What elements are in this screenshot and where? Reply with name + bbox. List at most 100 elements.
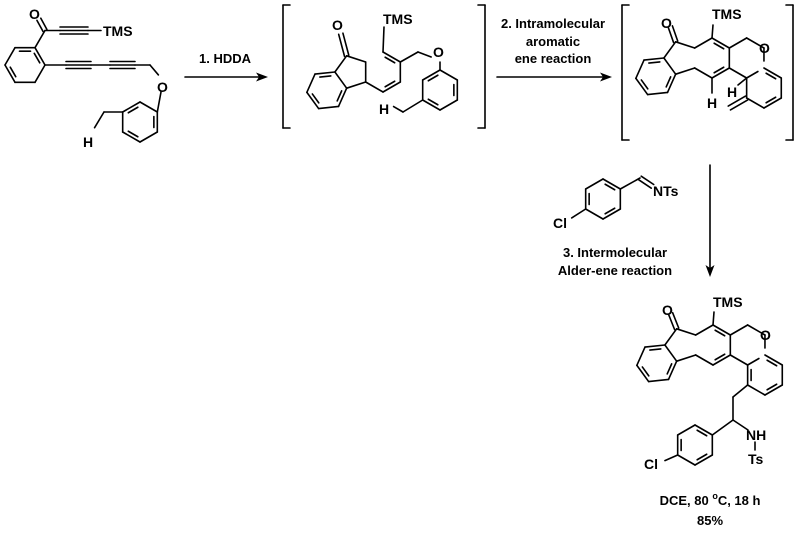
ring-bond	[647, 378, 670, 383]
ring-double-bond	[311, 93, 320, 104]
ring-double-bond	[665, 76, 672, 88]
bond	[732, 419, 749, 431]
ring-bond	[694, 454, 714, 466]
atom-o: O	[661, 15, 672, 31]
bond	[34, 29, 46, 49]
ring-bond	[317, 105, 340, 110]
bond	[737, 77, 748, 86]
double-bond	[637, 179, 653, 189]
ring-double-bond	[649, 348, 662, 351]
bond	[156, 91, 162, 113]
reagent-imine: Cl NTs	[553, 183, 679, 231]
ring-double-bond	[696, 429, 708, 437]
ring-bond	[729, 354, 749, 366]
atom-o: O	[157, 79, 168, 95]
ring-double-bond	[641, 366, 650, 377]
ring-bond	[34, 46, 46, 66]
ring-bond	[334, 71, 348, 89]
ring-double-bond	[33, 52, 41, 64]
atom-nh: NH	[746, 427, 766, 443]
ring-bond	[745, 70, 759, 79]
atom-ts: Ts	[748, 451, 764, 467]
ring-bond	[306, 73, 316, 94]
bond	[149, 64, 160, 76]
ring-bond	[666, 73, 677, 94]
ring-bond	[763, 67, 783, 79]
ring-double-bond	[766, 383, 778, 391]
ring-bond	[712, 354, 732, 366]
ring-bond	[382, 51, 402, 63]
bond	[732, 384, 749, 398]
atom-tms: TMS	[103, 23, 133, 39]
ring-bond	[584, 208, 604, 220]
bond	[382, 26, 385, 53]
starting-material: O TMS O H	[29, 6, 168, 150]
ring-double-bond	[604, 183, 616, 191]
ring-bond	[764, 384, 784, 396]
double-bond	[727, 95, 747, 107]
step2-label-line1: 2. Intramolecular	[501, 16, 605, 31]
ring-bond	[729, 324, 749, 336]
intermediate-aryne: O TMS O H	[332, 11, 444, 117]
arrow-head	[256, 72, 268, 82]
bond	[664, 454, 679, 462]
atom-tms: TMS	[713, 294, 743, 310]
ring-bond	[364, 81, 384, 93]
ring-bond	[763, 97, 783, 109]
ring-bond	[676, 424, 696, 436]
ring-bond	[745, 37, 765, 49]
atom-h: H	[727, 84, 737, 100]
ring-bond	[421, 69, 441, 81]
double-bond	[671, 25, 679, 42]
ring-bond	[121, 131, 141, 143]
ring-bond	[34, 64, 46, 84]
bond	[392, 105, 404, 113]
ring-double-bond	[713, 66, 725, 74]
ring-bond	[306, 91, 320, 110]
ring-bond	[693, 67, 713, 79]
bond	[399, 51, 419, 63]
double-bond	[337, 33, 346, 58]
atom-cl: Cl	[553, 215, 567, 231]
ring-double-bond	[384, 56, 396, 64]
double-bond	[667, 26, 675, 44]
ring-double-bond	[714, 329, 726, 337]
ring-double-bond	[713, 42, 725, 50]
double-bond	[342, 32, 350, 57]
ring-bond	[4, 46, 16, 66]
double-bond	[40, 17, 48, 31]
ring-bond	[345, 55, 367, 63]
ring-bond	[439, 99, 459, 111]
ring-double-bond	[766, 359, 778, 367]
ring-bond	[674, 67, 696, 75]
ring-bond	[746, 357, 760, 366]
step1-label: 1. HDDA	[199, 51, 252, 66]
bond	[402, 99, 424, 113]
atom-h: H	[83, 134, 93, 150]
ring-bond	[636, 346, 646, 367]
ring-double-bond	[427, 98, 439, 106]
ring-double-bond	[765, 96, 777, 104]
ring-bond	[694, 424, 714, 436]
bond	[570, 208, 587, 219]
ring-bond	[711, 37, 731, 49]
ring-double-bond	[127, 130, 139, 138]
ring-double-bond	[765, 72, 777, 80]
step3-label-line2: Alder-ene reaction	[558, 263, 672, 278]
atom-tms: TMS	[383, 11, 413, 27]
ring-bond	[664, 328, 678, 346]
atom-o: O	[759, 40, 770, 56]
step2-label-line3: ene reaction	[515, 51, 592, 66]
ring-double-bond	[696, 453, 708, 461]
double-bond	[640, 175, 655, 186]
ring-bond	[439, 69, 459, 81]
ring-bond	[635, 77, 649, 96]
ring-bond	[584, 178, 604, 190]
arrow-head	[705, 265, 715, 277]
ring-bond	[694, 354, 714, 366]
ring-bond	[635, 59, 645, 80]
reaction-conditions: DCE, 80 oC, 18 h	[660, 491, 761, 508]
atom-o: O	[29, 6, 40, 22]
